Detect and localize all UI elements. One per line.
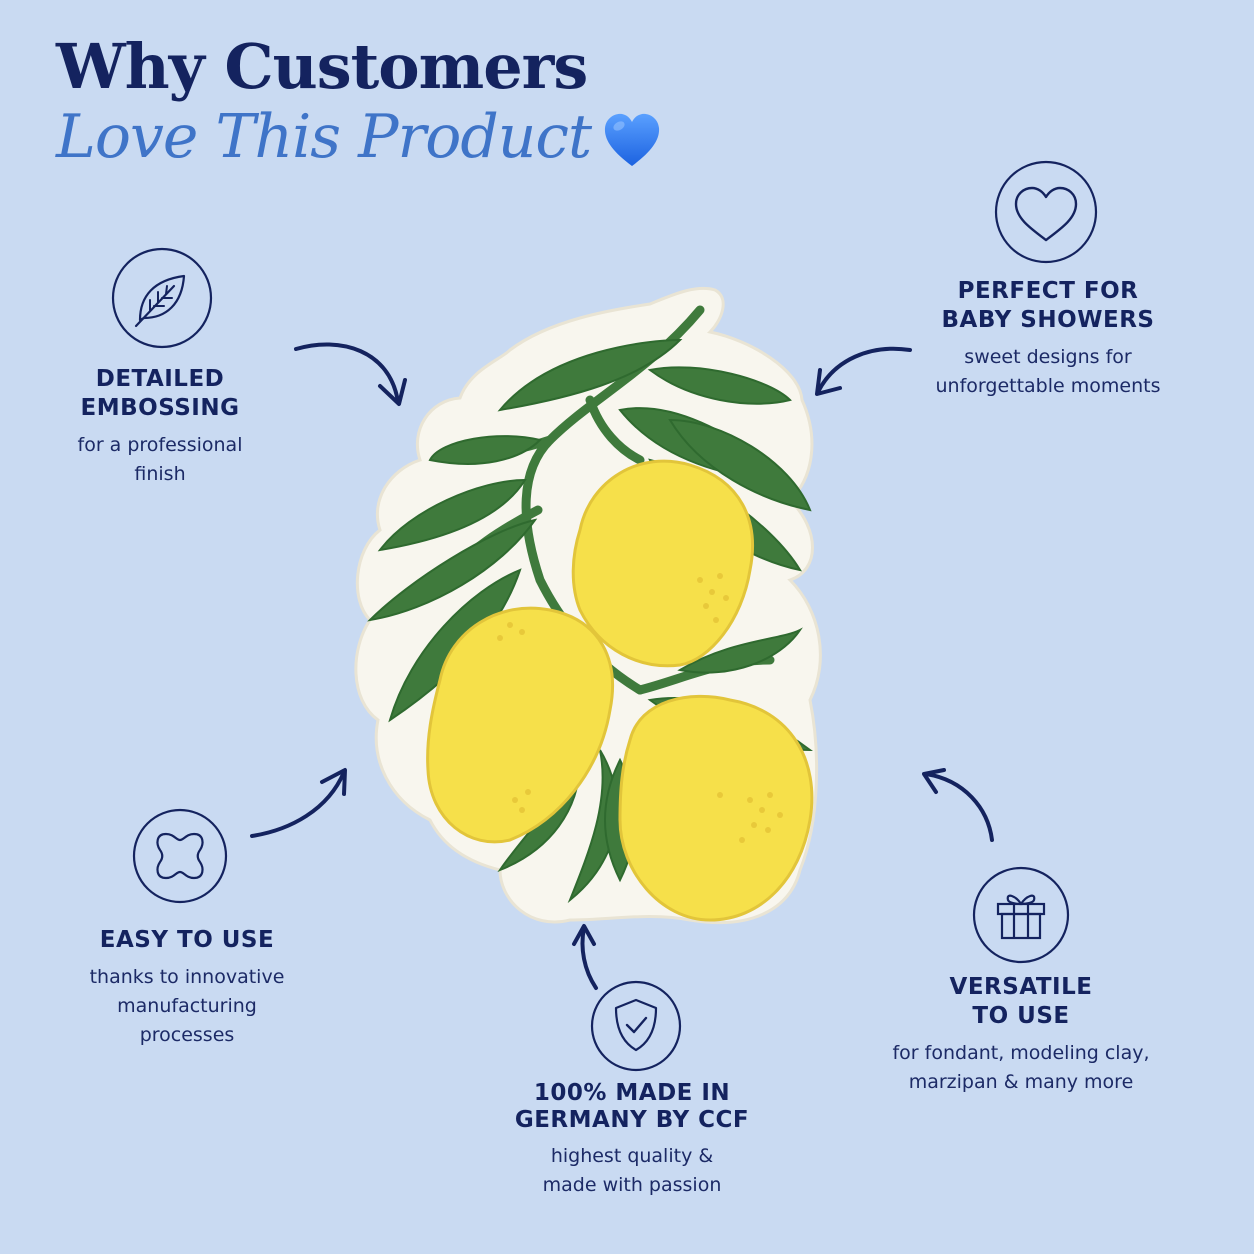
shield-check-icon — [590, 980, 682, 1072]
feature-title: PERFECT FOR BABY SHOWERS — [941, 278, 1155, 333]
page-title-line1: Why Customers — [56, 30, 588, 103]
feature-title: 100% MADE IN GERMANY BY CCF — [514, 1080, 750, 1133]
feature-description: for fondant, modeling clay, marzipan & m… — [892, 1042, 1150, 1093]
clover-shape-icon — [132, 808, 228, 904]
feature-title: VERSATILE TO USE — [949, 974, 1093, 1029]
heart-icon — [994, 160, 1098, 264]
feature-description: for a professional finish — [77, 434, 243, 485]
feature-description: highest quality & made with passion — [542, 1145, 722, 1196]
blue-heart-icon — [604, 113, 660, 166]
leaf-icon — [111, 247, 213, 349]
feature-made-in-germany: 100% MADE IN GERMANY BY CCF highest qual… — [506, 1080, 758, 1200]
feature-title: EASY TO USE — [99, 927, 275, 953]
feature-versatile: VERSATILE TO USE for fondant, modeling c… — [876, 973, 1166, 1097]
feature-embossing: DETAILED EMBOSSING for a professional fi… — [40, 365, 280, 489]
lemon-branch-embosser-icon — [354, 286, 822, 925]
feature-description: sweet designs for unforgettable moments — [935, 346, 1161, 397]
feature-baby-showers: PERFECT FOR BABY SHOWERS sweet designs f… — [916, 277, 1180, 401]
page-title-line2: Love This Product — [56, 102, 592, 172]
feature-description: thanks to innovative manufacturing proce… — [89, 966, 285, 1046]
gift-icon — [972, 866, 1070, 964]
feature-easy-to-use: EASY TO USE thanks to innovative manufac… — [66, 926, 308, 1050]
feature-title: DETAILED EMBOSSING — [80, 366, 240, 421]
